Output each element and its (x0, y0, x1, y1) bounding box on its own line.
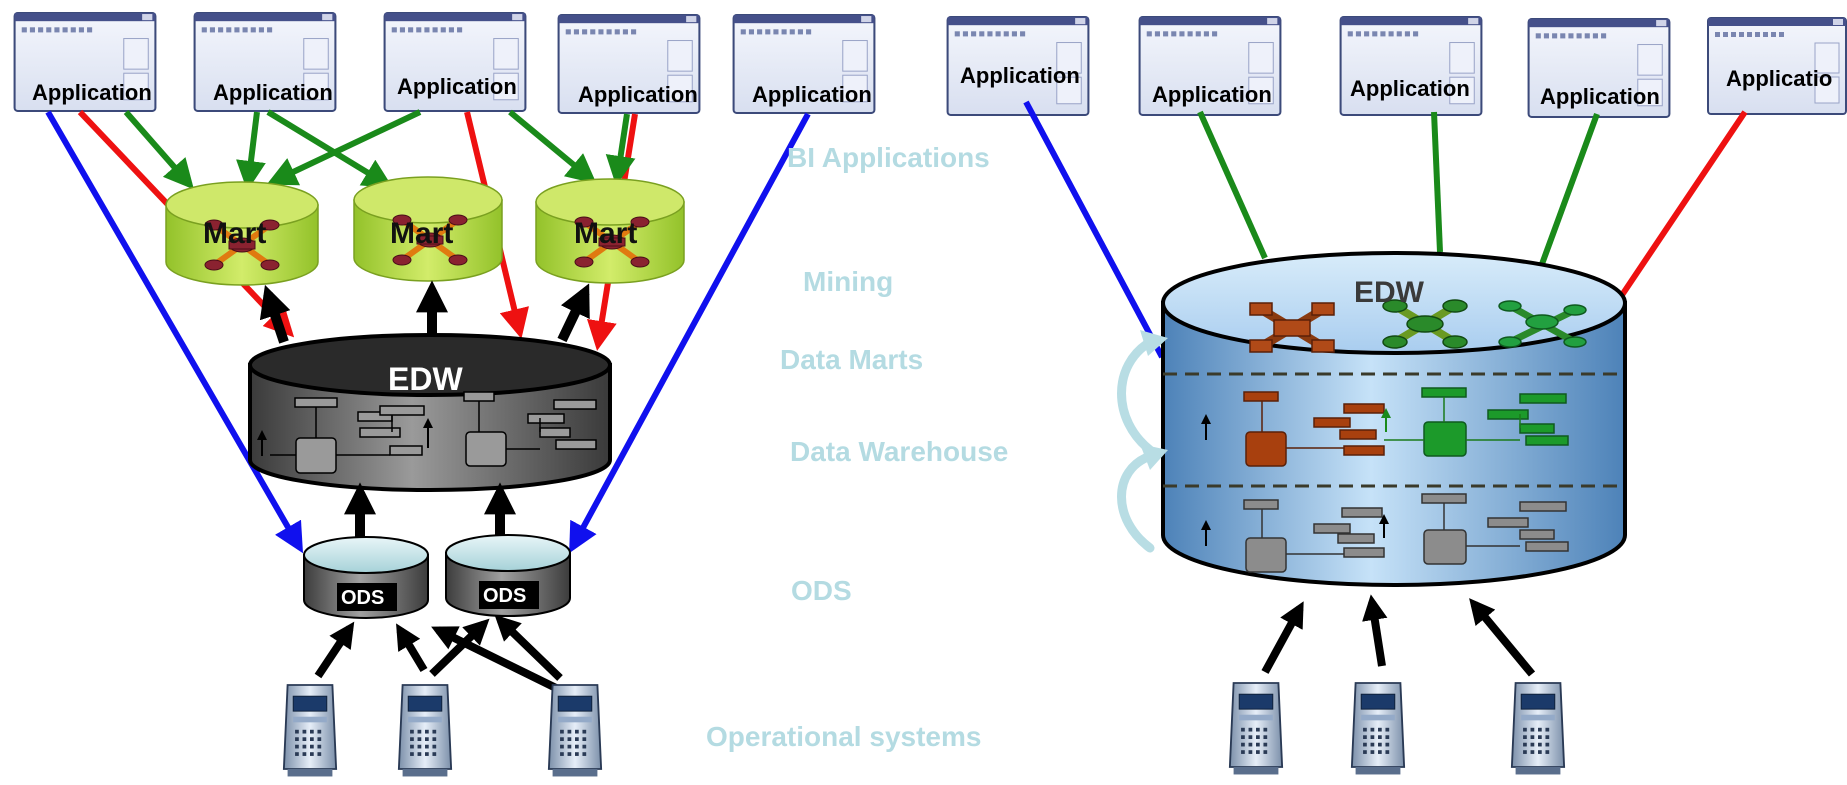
edw-right-cylinder (1161, 251, 1627, 587)
ods-label-2: ODS (483, 585, 526, 607)
arrow-black-sys1-ods1 (314, 621, 355, 679)
mart-label-2: Mart (390, 217, 453, 250)
arrow-black-sysr3-edw (1469, 598, 1536, 677)
layer-label-bi-applications: BI Applications (787, 142, 990, 173)
app-label-left-5: Application (752, 82, 872, 107)
arrow-blue-app5-ods2 (569, 112, 811, 554)
app-label-right-3: Application (1350, 76, 1470, 101)
arrow-black-edw-mart3 (557, 283, 590, 343)
line-green-app4-edw (1539, 112, 1600, 266)
operational-system-left-2 (397, 684, 453, 778)
layer-label-data-marts: Data Marts (780, 344, 923, 375)
edw-right-star-green-1 (1382, 299, 1468, 349)
app-label-right-2: Application (1152, 82, 1272, 107)
arrow-green-app2-mart2 (266, 109, 394, 189)
arrow-green-app1-mart1 (123, 110, 194, 190)
layer-label-ods: ODS (791, 575, 852, 606)
arrow-black-sysr1-edw (1261, 601, 1304, 674)
arrow-black-sys3-ods2 (494, 614, 563, 681)
arrow-black-edw-mart1 (259, 284, 291, 344)
operational-system-right-1 (1228, 682, 1284, 776)
arrow-green-app3-mart1 (266, 109, 422, 186)
app-label-left-3: Application (397, 74, 517, 99)
arrow-green-app4-mart3 (605, 113, 636, 186)
curved-arrow-upper (1117, 337, 1155, 455)
app-label-right-1: Application (960, 63, 1080, 88)
mart-1 (165, 181, 319, 286)
arrow-blue-app1-ods1 (45, 110, 304, 554)
arrow-black-sys2-ods1 (396, 623, 428, 673)
operational-system-right-3 (1510, 682, 1566, 776)
edw-right-star-brown (1249, 302, 1335, 353)
app-label-left-1: Application (32, 80, 152, 105)
app-label-right-4: Application (1540, 84, 1660, 109)
line-red-app5-edw (1617, 110, 1748, 300)
arrow-black-sys3-ods1 (431, 626, 558, 692)
mart-label-3: Mart (574, 217, 637, 250)
arrow-green-app2-mart1 (236, 111, 266, 191)
edw-left-cylinder (248, 333, 612, 492)
app-label-right-5: Applicatio (1726, 66, 1832, 91)
ods-label-1: ODS (341, 587, 384, 609)
mart-2 (353, 176, 503, 282)
ods-cylinder-1 (303, 536, 429, 619)
arrow-green-app3-mart3 (508, 109, 597, 184)
layer-label-operational-systems: Operational systems (706, 721, 981, 752)
layer-label-data-warehouse: Data Warehouse (790, 436, 1008, 467)
curved-arrow-lower (1117, 451, 1155, 553)
ods-cylinder-2 (445, 534, 571, 617)
operational-system-left-3 (547, 684, 603, 778)
layer-label-mining: Mining (803, 266, 893, 297)
app-label-left-2: Application (213, 80, 333, 105)
edw-label-left: EDW (388, 361, 463, 397)
operational-system-left-1 (282, 684, 338, 778)
line-green-app2-edw (1197, 110, 1268, 260)
edw-right-star-green-2 (1498, 300, 1587, 348)
edw-label-right: EDW (1354, 276, 1425, 309)
app-label-left-4: Application (578, 82, 698, 107)
line-green-app3-edw (1431, 111, 1443, 253)
mart-label-1: Mart (203, 217, 266, 250)
curved-arrow-lower-head (1140, 444, 1168, 470)
mart-3 (535, 178, 685, 284)
operational-system-right-2 (1350, 682, 1406, 776)
arrow-black-sysr2-edw (1362, 594, 1388, 667)
curved-arrow-upper-head (1140, 330, 1168, 356)
line-blue-app1-edw (1023, 100, 1165, 359)
